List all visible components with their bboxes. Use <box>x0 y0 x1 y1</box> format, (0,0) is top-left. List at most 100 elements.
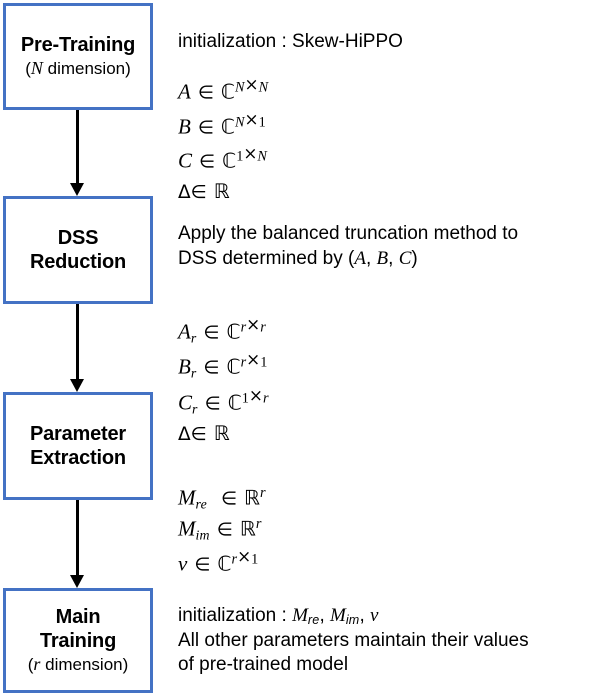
equation-v: v∈ℂr×1 <box>178 545 266 580</box>
eq-lhs: A <box>178 319 191 344</box>
eq-lhs: M <box>178 516 196 541</box>
note-symbol-M-im-subscript: im <box>345 613 360 627</box>
eq-exponent-times: × <box>248 384 263 405</box>
eq-relation: ∈ <box>197 82 214 104</box>
eq-relation: ∈ <box>220 488 238 510</box>
stage-box-parameter-extraction: Parameter Extraction <box>3 392 153 500</box>
eq-subscript: re <box>195 496 207 512</box>
note-dss-reduction-description: Apply the balanced truncation method to … <box>178 222 518 271</box>
note-main-line-2: All other parameters maintain their valu… <box>178 629 529 651</box>
note-main-init-prefix: initialization : <box>178 605 293 626</box>
note-symbol-M-im: M <box>330 605 346 626</box>
eq-set: ℂ <box>220 114 235 139</box>
arrow-parameter-extraction-to-main-training <box>70 500 84 588</box>
eq-subscript: r <box>192 401 198 417</box>
arrow-head <box>70 379 84 392</box>
eq-relation: ∈ <box>203 358 220 380</box>
arrow-shaft <box>76 110 79 184</box>
eq-exponent-times: × <box>237 545 252 566</box>
eq-relation: ∈ <box>194 554 211 576</box>
eq-lhs: C <box>178 390 193 415</box>
note-sep-1: , <box>365 247 377 269</box>
eq-lhs: B <box>178 114 191 139</box>
eq-set: ℝ <box>239 516 256 541</box>
arrow-shaft <box>76 500 79 576</box>
equation-block-pretrain: A∈ℂN×N B∈ℂN×1 C∈ℂ1×N Δ∈ℝ <box>178 73 268 206</box>
eq-exponent-times: × <box>246 314 261 334</box>
note-matrix-b: B <box>376 247 389 269</box>
eq-lhs: A <box>178 79 191 104</box>
eq-exponent-left: N <box>235 79 245 96</box>
equation-C: C ∈ ℂ1×N <box>178 142 268 177</box>
eq-exponent-left: 1 <box>236 148 244 165</box>
equation-Cr: Cr∈ℂ1×r <box>178 384 269 419</box>
eq-set: ℝ <box>244 485 260 510</box>
stage-title-pre-training: Pre-Training <box>20 33 136 56</box>
stage-title-dss-reduction-line2: Reduction <box>30 251 126 273</box>
stage-box-main-training: Main Training (r dimension) <box>3 588 153 693</box>
eq-set: ℂ <box>222 148 237 173</box>
stage-box-pre-training: Pre-Training (N dimension) <box>3 3 153 110</box>
eq-lhs: M <box>178 485 196 510</box>
stage-title-dss-reduction-line1: DSS <box>57 226 99 249</box>
eq-set: ℂ <box>226 319 241 344</box>
note-line-2-prefix: DSS determined by ( <box>178 247 355 269</box>
note-main-training-description: initialization : Mre, Mim, v All other p… <box>178 604 529 678</box>
eq-exponent-left: r <box>240 319 247 336</box>
eq-set: ℝ <box>213 178 230 203</box>
arrow-dss-reduction-to-parameter-extraction <box>70 304 84 392</box>
eq-exponent-right: N <box>257 148 267 165</box>
eq-lhs: v <box>178 551 188 576</box>
eq-relation: ∈ <box>190 423 207 445</box>
stage-title-main-training-line1: Main <box>55 605 101 628</box>
eq-subscript: im <box>195 527 210 543</box>
note-sep-2: , <box>388 247 399 269</box>
note-symbol-M-re: M <box>292 605 308 626</box>
eq-relation: ∈ <box>216 519 233 541</box>
arrow-head <box>70 575 84 588</box>
eq-set: ℂ <box>220 79 235 104</box>
arrow-shaft <box>76 304 79 380</box>
eq-relation: ∈ <box>199 151 216 173</box>
note-pretrain-initialization: initialization : Skew-HiPPO <box>178 31 403 52</box>
subtitle-variable: r <box>33 654 41 675</box>
eq-exponent-right: 1 <box>251 551 259 568</box>
note-symbol-v: v <box>370 605 379 626</box>
subtitle-prefix: ( <box>25 59 31 79</box>
note-line-2: DSS determined by (A, B, C) <box>178 247 518 272</box>
note-main-init-line: initialization : Mre, Mim, v <box>178 604 529 629</box>
equation-Mim: Mim∈ℝr <box>178 514 266 545</box>
eq-relation: ∈ <box>203 322 220 344</box>
stage-title-parameter-extraction-line2: Extraction <box>30 447 126 469</box>
eq-exponent-times: × <box>243 143 258 164</box>
equation-Mre: Mre∈ℝr <box>178 483 266 514</box>
eq-lhs: C <box>178 148 193 173</box>
note-matrix-a: A <box>354 247 366 269</box>
note-line-1: Apply the balanced truncation method to <box>178 223 519 244</box>
stage-subtitle-main-training: (r dimension) <box>28 654 129 676</box>
eq-lhs: Δ <box>178 423 191 445</box>
subtitle-suffix: dimension) <box>40 655 129 675</box>
eq-set: ℂ <box>226 355 241 380</box>
eq-exponent-right: r <box>262 389 269 406</box>
equation-block-reduced: Ar∈ℂr×r Br∈ℂr×1 Cr∈ℂ1×r Δ∈ℝ <box>178 313 269 449</box>
equation-B: B∈ℂN×1 <box>178 108 268 143</box>
eq-exponent-left: r <box>240 354 247 371</box>
eq-subscript: r <box>190 330 197 346</box>
equation-Ar: Ar∈ℂr×r <box>178 313 269 348</box>
equation-block-extracted: Mre∈ℝr Mim∈ℝr v∈ℂr×1 <box>178 483 266 579</box>
note-line-2-suffix: ) <box>411 247 418 269</box>
eq-exponent-right: 1 <box>260 354 268 371</box>
eq-exponent-left: 1 <box>241 389 249 406</box>
equation-Delta-reduced: Δ∈ℝ <box>178 419 269 449</box>
eq-relation: ∈ <box>190 181 207 203</box>
eq-exponent-left: N <box>235 113 245 130</box>
note-symbol-sep-1: , <box>319 605 330 626</box>
eq-lhs: B <box>178 355 191 380</box>
eq-exponent-times: × <box>246 349 261 370</box>
arrow-head <box>70 183 84 196</box>
stage-subtitle-pre-training: (N dimension) <box>25 58 131 80</box>
eq-subscript: r <box>190 365 197 381</box>
eq-set: ℂ <box>217 551 232 576</box>
